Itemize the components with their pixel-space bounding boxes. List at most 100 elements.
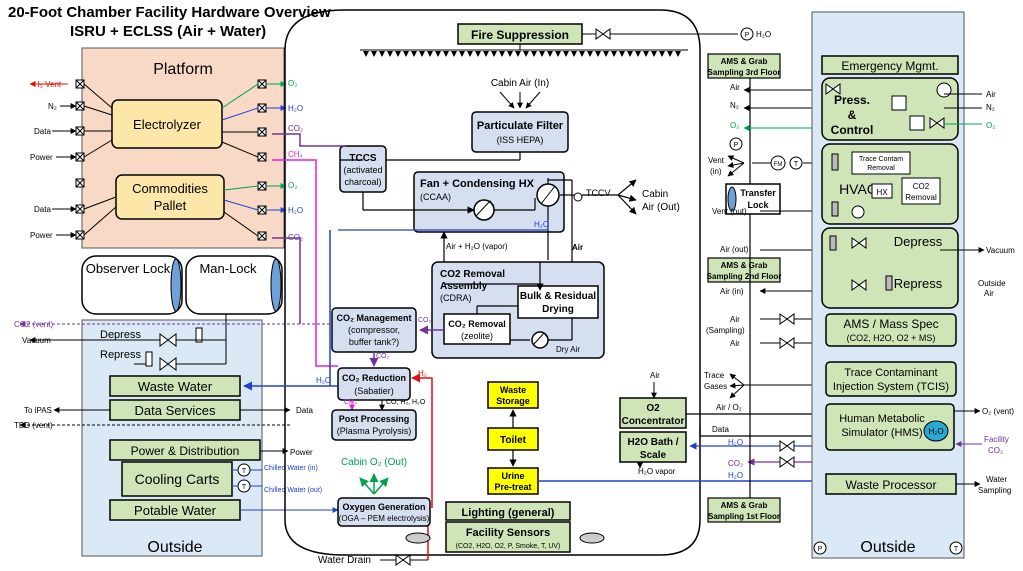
- man-lock-hatch: [270, 258, 282, 312]
- ams-grab-2nd-box: [707, 257, 781, 283]
- pressure-sensor-icon: [729, 137, 743, 151]
- depress-repress-valves: [829, 235, 893, 291]
- platform-valve-cross: [257, 205, 267, 215]
- platform-valve-cross: [257, 181, 267, 191]
- waste-storage-label-2: Storage: [496, 396, 530, 406]
- platform-valve-cross: [75, 79, 85, 89]
- outside-left-heading: Outside: [147, 539, 202, 556]
- fire-h2o-label: H₂O: [756, 30, 771, 39]
- potable-water-label: Potable Water: [134, 503, 217, 518]
- depress-right-label: Depress: [894, 234, 943, 249]
- power-out-label: Power: [290, 448, 313, 457]
- sprinkler-head-icon: [387, 51, 393, 57]
- co2-mgmt-sub-1: (compressor,: [348, 325, 400, 335]
- facility-co2-2: CO₂: [988, 446, 1003, 455]
- observer-lock-label: Observer Lock: [86, 261, 171, 276]
- hms-box: [825, 403, 955, 451]
- platform-valve-cross: [257, 127, 267, 137]
- bulk-drying-label-1: Bulk & Residual: [520, 291, 596, 302]
- pressure-sensor-label: P: [734, 142, 739, 149]
- hms-valve-icon: [779, 440, 795, 452]
- cdra-label-3: (CDRA): [440, 293, 472, 303]
- ams-mass-spec-label: AMS / Mass Spec: [843, 317, 938, 331]
- lighting-box: [445, 501, 571, 521]
- water-sampling-2: Sampling: [978, 486, 1011, 495]
- sprinkler-head-icon: [507, 51, 513, 57]
- press-out-lines: [944, 93, 982, 125]
- vacuum-right-label: Vacuum: [986, 246, 1015, 255]
- sprinkler-head-icon: [635, 51, 641, 57]
- gap-air-label: Air: [730, 83, 740, 92]
- observer-lock: [81, 255, 183, 315]
- ams-grab-1st-1: AMS & Grab: [721, 501, 768, 510]
- drain-valve-icon: [395, 554, 411, 566]
- ccaa-h2o-label: H₂O: [534, 220, 549, 229]
- ams-grab-3rd-1: AMS & Grab: [721, 57, 768, 66]
- platform-valve-cross: [75, 152, 85, 162]
- waste-water-label: Waste Water: [138, 379, 213, 394]
- platform-valve-cross: [75, 126, 85, 136]
- vent-in-label-1: Vent: [708, 156, 725, 165]
- sprinkler-head-icon: [659, 51, 665, 57]
- h2-label: H₂: [418, 369, 427, 378]
- cabin-air-out-2: Air (Out): [642, 202, 680, 213]
- press-o2-label: O₂: [986, 121, 995, 130]
- h2o-bath-box: [619, 431, 687, 463]
- h2o-bath-label-1: H2O Bath /: [627, 437, 678, 448]
- platform-valve-cross: [75, 204, 85, 214]
- co2-mgmt-sub-2: buffer tank?): [349, 337, 399, 347]
- hms-valve-icon: [779, 456, 795, 468]
- data-services-label: Data Services: [135, 403, 216, 418]
- co2-to-mgmt-label: CO₂: [418, 317, 432, 324]
- o2-conc-label-2: Concentrator: [622, 416, 685, 427]
- waste-storage-box: [487, 381, 539, 409]
- h2o-vapor-label: H₂O vapor: [638, 467, 676, 476]
- drain-fitting-icon: [405, 532, 431, 544]
- urine-label-1: Urine: [501, 471, 524, 481]
- cdra-label-1: CO2 Removal: [440, 269, 505, 280]
- fire-suppression-label: Fire Suppression: [471, 28, 569, 42]
- waste-processor-label: Waste Processor: [846, 478, 937, 492]
- sprinkler-head-icon: [499, 51, 505, 57]
- hvac-hx-box: [871, 183, 893, 199]
- to-ipas-label: To iPAS: [24, 406, 52, 415]
- left-depress-valves: [29, 314, 227, 371]
- flow-meter-label: FM: [774, 162, 783, 168]
- gap-o2-label: O₂: [730, 121, 739, 130]
- emergency-mgmt-label: Emergency Mgmt.: [841, 59, 938, 73]
- outside-air-2: Air: [984, 289, 994, 298]
- plat-label-data1: Data: [34, 127, 51, 136]
- urine-pretreat-box: [487, 467, 539, 495]
- fan-icon-blade: [475, 200, 495, 217]
- temp-sensor-label: T: [954, 546, 959, 553]
- waste-water-blue-line: [244, 230, 338, 386]
- toilet-label: Toilet: [500, 435, 527, 446]
- plat-label-h2o-1: H₂O: [288, 104, 303, 113]
- sprinkler-head-icon: [459, 51, 465, 57]
- sprinkler-head-icon: [371, 51, 377, 57]
- ams-grab-1st-box: [707, 497, 781, 523]
- platform-valve-cross: [257, 103, 267, 113]
- cabin-o2-out-label: Cabin O₂ (Out): [341, 457, 407, 468]
- gap-n2-label: N₂: [730, 101, 739, 110]
- title-line-2: ISRU + ECLSS (Air + Water): [70, 23, 266, 40]
- data-mid-label: Data: [712, 425, 729, 434]
- post-processing-box: [331, 409, 417, 441]
- ams-grab-2nd-1: AMS & Grab: [721, 261, 768, 270]
- pressure-sensor-icon: [740, 27, 754, 41]
- emergency-mgmt-box: [821, 55, 959, 75]
- plat-label-data2: Data: [34, 205, 51, 214]
- platform-valve-cross: [75, 101, 85, 111]
- observer-lock-hatch: [170, 258, 182, 312]
- air-vapor-label: Air + H₂O (vapor): [446, 242, 508, 251]
- particulate-filter-box: [471, 111, 569, 153]
- cabin-air-in-arrows: [499, 91, 541, 109]
- ch4-red-label: CH₄: [344, 399, 357, 406]
- depress-repress-box: [821, 227, 959, 309]
- oga-label: Oxygen Generation: [342, 502, 425, 512]
- condensing-hx-slash: [540, 185, 556, 205]
- ams-grab-2nd-2: Sampling 2nd Floor: [707, 272, 782, 281]
- pressure-sensor-label: P: [818, 546, 823, 553]
- sprinkler-head-icon: [595, 51, 601, 57]
